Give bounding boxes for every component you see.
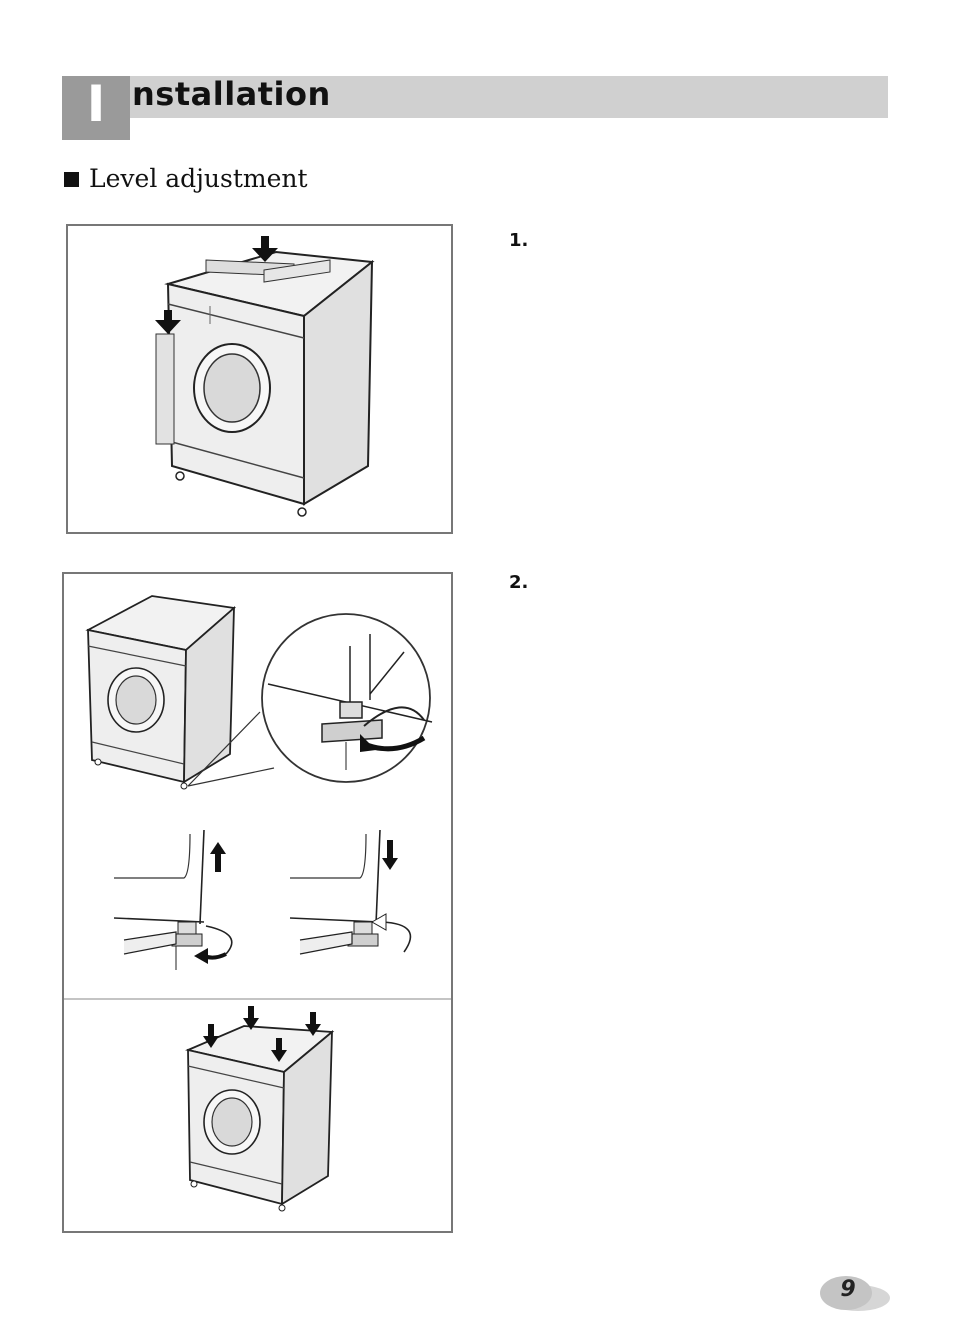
section-bullet-icon — [64, 172, 79, 187]
page-title: nstallation — [132, 74, 331, 114]
figure-level-check — [66, 224, 453, 534]
washer-illustration-2 — [64, 574, 451, 1231]
figure-adjust-feet — [62, 572, 453, 1233]
step-number-1: 1. — [509, 230, 528, 251]
section-title: Level adjustment — [89, 163, 308, 195]
page-number: 9 — [828, 1277, 868, 1302]
header-initial-letter: I — [62, 76, 130, 140]
step-number-2: 2. — [509, 572, 528, 593]
washer-illustration-1 — [68, 226, 451, 532]
